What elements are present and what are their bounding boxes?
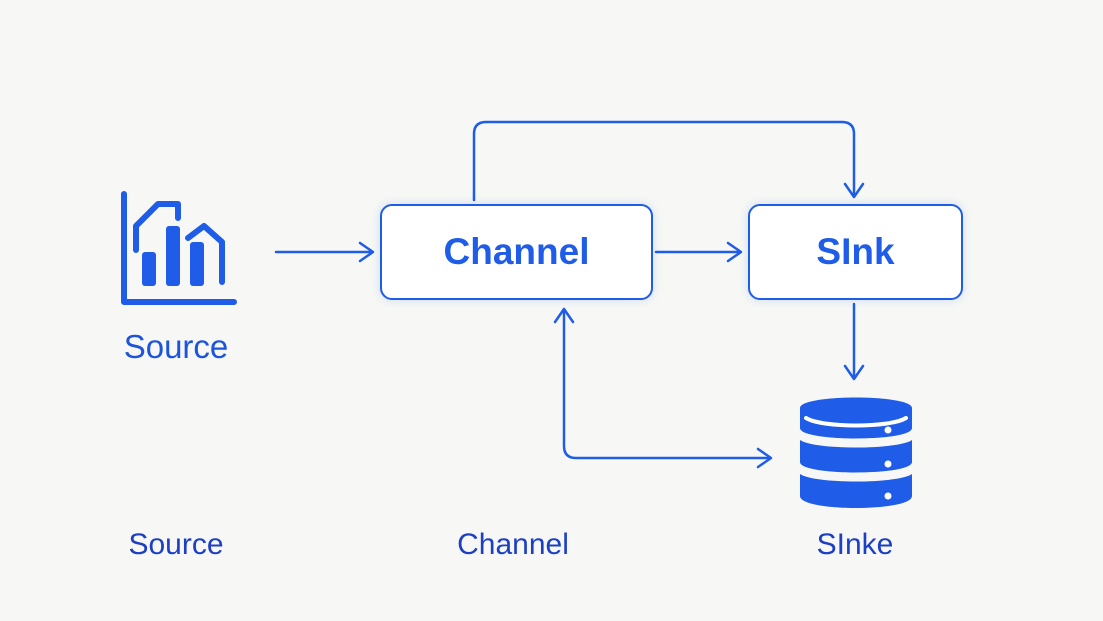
sink-node[interactable]: SInk: [748, 204, 963, 300]
arrow-sink-to-database: [843, 302, 865, 381]
bar-chart-icon: [118, 190, 240, 308]
channel-node[interactable]: Channel: [380, 204, 653, 300]
source-label: Source: [123, 328, 229, 365]
caption-source: Source: [128, 528, 224, 561]
database-icon: [792, 392, 920, 514]
caption-channel: Channel: [457, 528, 569, 561]
arrow-channel-database-bidirectional: [553, 307, 773, 469]
arrow-channel-loop-to-sink: [472, 120, 865, 202]
caption-sink: SInke: [816, 528, 894, 561]
arrow-source-to-channel: [274, 241, 375, 263]
arrow-channel-to-sink: [654, 241, 743, 263]
